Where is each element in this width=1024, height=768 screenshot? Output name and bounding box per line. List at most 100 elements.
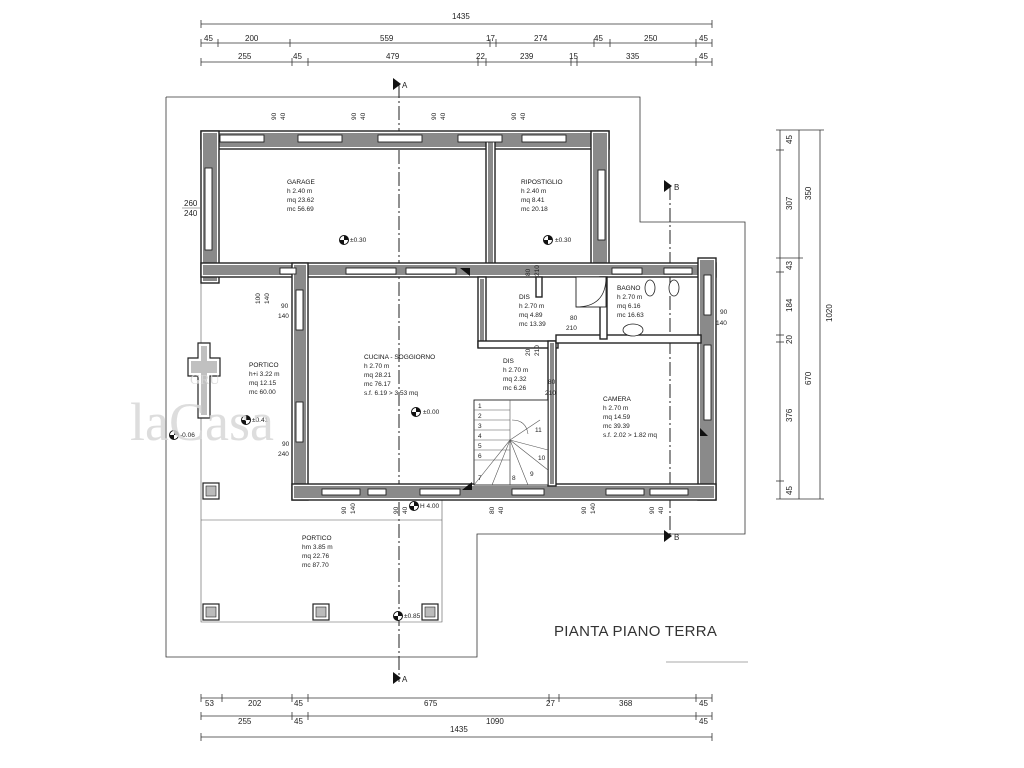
- room-area: mq 12.15: [249, 380, 276, 387]
- dim-top-r2-0: 255: [238, 52, 252, 61]
- level-ripostiglio: ±0.30: [555, 237, 572, 244]
- stair-step-1: 1: [478, 403, 482, 410]
- bidet-icon: [644, 279, 656, 297]
- room-volume: mc 76.17: [364, 381, 391, 388]
- room-volume: mc 6.26: [503, 385, 527, 392]
- dim-bot-r2-1: 45: [294, 717, 303, 726]
- stair-step-10: 10: [538, 455, 546, 462]
- room-cucina-soggiorno: CUCINA - SOGGIORNO h 2.70 m mq 28.21 mc …: [364, 354, 435, 397]
- dim-bot-r2-3: 45: [699, 717, 708, 726]
- section-arrow-b-top: [664, 180, 672, 192]
- sink-icon: [622, 323, 644, 337]
- door-side-width: 90: [282, 441, 290, 448]
- room-volume: mc 60.00: [249, 389, 276, 396]
- door-swings: [460, 268, 708, 436]
- dim-top-r1-2: 559: [380, 34, 394, 43]
- room-volume: mc 16.63: [617, 312, 644, 319]
- room-portico-front: PORTICO hm 3.85 m mq 22.76 mc 87.70: [302, 535, 333, 569]
- room-bagno: BAGNO h 2.70 m mq 6.16 mc 16.63: [617, 285, 644, 319]
- door2-height: 210: [566, 325, 577, 332]
- section-lines: A A B B: [393, 78, 679, 684]
- level-marker-portico-small: -0.06: [169, 430, 195, 440]
- dim-right-total: 1020: [825, 304, 834, 322]
- room-volume: mc 20.18: [521, 206, 548, 213]
- dim-top-r1-5: 45: [594, 34, 603, 43]
- dim-top-r2-7: 45: [699, 52, 708, 61]
- room-ripostiglio: RIPOSTIGLIO h 2.40 m mq 8.41 mc 20.18: [521, 179, 563, 213]
- stair-step-4: 4: [478, 433, 482, 440]
- room-name: PORTICO: [249, 362, 279, 369]
- win7-width: 80: [489, 506, 496, 514]
- stair-step-3: 3: [478, 423, 482, 430]
- room-height: h 2.70 m: [503, 367, 528, 374]
- stairs: 1 2 3 4 5 6 7 8 9 10 11: [462, 399, 549, 490]
- room-labels: GARAGE h 2.40 m mq 23.62 mc 56.69 RIPOST…: [249, 179, 657, 569]
- section-label-a-top: A: [402, 81, 408, 90]
- dim-bot-r1-0: 53: [205, 699, 214, 708]
- room-height: h 2.70 m: [617, 294, 642, 301]
- room-area: mq 6.16: [617, 303, 641, 310]
- room-height: h+i 3.22 m: [249, 371, 280, 378]
- level-marker-cucina: ±0.00: [411, 407, 440, 417]
- dim-top-r2-4: 239: [520, 52, 534, 61]
- top-dimension-chains: 1435 45 200 559 17 274 45 250 45 255 45 …: [200, 12, 713, 66]
- room-name: PORTICO: [302, 535, 332, 542]
- dim-top-r2-6: 335: [626, 52, 640, 61]
- room-height: hm 3.85 m: [302, 544, 333, 551]
- level-marker-portico-front: ±0.85: [393, 611, 421, 621]
- dim-top-r1-0: 45: [204, 34, 213, 43]
- level-portico-front: ±0.85: [404, 613, 421, 620]
- porch-columns: [187, 342, 439, 621]
- stair-step-5: 5: [478, 443, 482, 450]
- win11-height: 140: [278, 313, 289, 320]
- dim-bot-r2-0: 255: [238, 717, 252, 726]
- plan-title: PIANTA PIANO TERRA: [554, 623, 717, 640]
- dim-top-r1-1: 200: [245, 34, 259, 43]
- room-area: mq 23.62: [287, 197, 314, 204]
- room-height: h 2.70 m: [364, 363, 389, 370]
- win2-height: 40: [360, 112, 367, 120]
- dim-right-r1-3: 184: [785, 298, 794, 312]
- win5-width: 90: [341, 506, 348, 514]
- level-marker-door-front: H 4.00: [409, 501, 440, 511]
- room-window-ratio: s.f. 6.19 > 3.53 mq: [364, 390, 418, 397]
- room-name: RIPOSTIGLIO: [521, 179, 563, 186]
- left-upper-a: 260: [184, 199, 198, 208]
- door3-width: 20: [525, 348, 532, 356]
- level-marker-garage: ±0.30: [339, 235, 367, 245]
- win9-height: 40: [658, 506, 665, 514]
- room-dis-2: DIS h 2.70 m mq 2.32 mc 6.26: [503, 358, 528, 392]
- section-arrow-b-bottom: [664, 530, 672, 542]
- room-name: GARAGE: [287, 179, 315, 186]
- dim-bot-r1-2: 45: [294, 699, 303, 708]
- bathroom-fixtures: [575, 276, 680, 337]
- door4-height: 210: [545, 390, 556, 397]
- room-area: mq 8.41: [521, 197, 545, 204]
- door-side-height: 240: [278, 451, 289, 458]
- dim-bot-r1-6: 45: [699, 699, 708, 708]
- dim-right-r2-1: 670: [804, 371, 813, 385]
- win10-height: 140: [264, 293, 271, 304]
- level-marker-ripostiglio: ±0.30: [543, 235, 572, 245]
- room-name: DIS: [503, 358, 515, 365]
- dim-top-r1-6: 250: [644, 34, 658, 43]
- room-portico-side: PORTICO h+i 3.22 m mq 12.15 mc 60.00: [249, 362, 280, 396]
- dim-right-r1-2: 43: [785, 261, 794, 270]
- room-camera: CAMERA h 2.70 m mq 14.59 mc 39.39 s.f. 2…: [603, 396, 657, 439]
- win1-width: 90: [271, 112, 278, 120]
- room-area: mq 14.59: [603, 414, 630, 421]
- dim-right-r1-4: 20: [785, 335, 794, 344]
- door4-width: 80: [548, 379, 556, 386]
- win5-height: 140: [350, 503, 357, 514]
- right-dimension-chains: 45 307 43 184 20 376 45 350 670 1020: [776, 129, 834, 500]
- section-label-a-bottom: A: [402, 675, 408, 684]
- section-arrow-a-bottom: [393, 672, 401, 684]
- room-volume: mc 56.69: [287, 206, 314, 213]
- section-label-b-bottom: B: [674, 533, 679, 542]
- win4-width: 90: [511, 112, 518, 120]
- win8-height: 140: [590, 503, 597, 514]
- dim-bot-r1-3: 675: [424, 699, 438, 708]
- dim-top-r2-5: 15: [569, 52, 578, 61]
- dim-bot-r1-1: 202: [248, 699, 262, 708]
